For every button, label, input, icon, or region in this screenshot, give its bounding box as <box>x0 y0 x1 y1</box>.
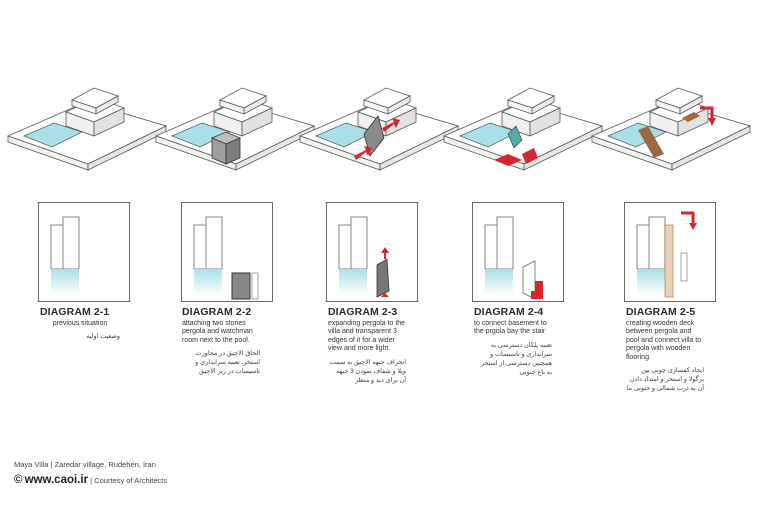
pergola-block <box>680 252 688 282</box>
expand-arrow <box>382 118 400 132</box>
route-arrow-head <box>689 223 697 230</box>
wooden-deck <box>664 224 674 298</box>
villa-front <box>385 107 417 137</box>
diagram-description-fa: وضعیت اولیه <box>86 333 120 341</box>
diagram-description-fa: ایجاد کفسازی چوبی بین پرگولا و استخر و ا… <box>626 367 704 393</box>
diagram-title: DIAGRAM 2-4 <box>474 306 544 318</box>
stair-area <box>494 154 522 166</box>
villa-roof-edge <box>387 95 411 115</box>
iso-diagram-2 <box>154 87 316 171</box>
pool <box>637 269 665 295</box>
wooden-floor <box>682 112 700 122</box>
villa-block <box>350 216 368 270</box>
villa-roof-edge <box>95 95 119 115</box>
villa-front <box>677 107 709 137</box>
diagram-description: previous situation <box>52 320 108 327</box>
iso-diagram-1 <box>6 87 168 171</box>
villa-front <box>93 107 125 137</box>
iso-diagram-3 <box>298 87 460 171</box>
plan-diagram-5 <box>624 202 716 302</box>
diagram-description: expanding pergola to the villa and trans… <box>328 320 406 353</box>
villa-block <box>62 216 80 270</box>
plan-drawing <box>193 216 259 300</box>
route-arrow-head <box>708 118 716 126</box>
plan-drawing <box>484 216 543 300</box>
website-link[interactable]: www.caoi.ir <box>24 474 89 486</box>
stair <box>531 291 537 299</box>
villa-roof-edge <box>243 95 267 115</box>
plan-diagram-3 <box>326 202 418 302</box>
courtesy-text: | Courtesy of Architects <box>90 476 168 485</box>
expand-arrow <box>381 293 389 297</box>
expand-arrow-stem <box>384 253 386 259</box>
plan-diagram-4 <box>472 202 564 302</box>
project-credit: Maya Villa | Zaredar village, Rudehen, I… <box>14 460 156 469</box>
pool <box>194 269 222 295</box>
pool <box>51 269 79 295</box>
iso-diagram-5 <box>590 87 752 171</box>
project-info: Maya Villa | Zaredar village, Rudehen, I… <box>14 460 156 469</box>
villa-roof-edge <box>531 95 555 115</box>
route-arrow <box>700 106 714 120</box>
caption-4: DIAGRAM 2-4 to connect basement to the pr… <box>474 306 602 377</box>
wooden-deck <box>638 126 664 158</box>
pergola-front <box>225 137 241 165</box>
expand-arrow <box>381 247 389 253</box>
villa-block <box>496 216 514 270</box>
slab-edge <box>671 125 751 171</box>
diagram-title: DIAGRAM 2-1 <box>40 306 110 318</box>
diagram-title: DIAGRAM 2-3 <box>328 306 398 318</box>
caption-1: DIAGRAM 2-1 previous situation وضعیت اولیه <box>40 306 168 341</box>
villa-front <box>241 107 273 137</box>
villa-block <box>205 216 223 270</box>
copyright-symbol: © <box>14 474 23 486</box>
diagram-title: DIAGRAM 2-2 <box>182 306 252 318</box>
pergola-block <box>376 258 390 298</box>
pool <box>339 269 367 295</box>
plan-drawing <box>636 211 697 298</box>
stair-area <box>522 148 538 164</box>
pool <box>485 269 513 295</box>
diagram-description-fa: تعبیه پلکان دسترسی به سرایداری و تاسیسات… <box>480 341 552 376</box>
caption-3: DIAGRAM 2-3 expanding pergola to the vill… <box>328 306 456 385</box>
diagram-title: DIAGRAM 2-5 <box>626 306 696 318</box>
caption-2: DIAGRAM 2-2 attaching two stories pergola… <box>182 306 310 376</box>
caption-5: DIAGRAM 2-5 creating wooden deck between … <box>626 306 754 393</box>
source-credit: © www.caoi.ir | Courtesy of Architects <box>14 474 167 486</box>
villa-block <box>648 216 666 270</box>
diagram-description: to connect basement to the prgola bay th… <box>474 320 547 336</box>
pergola-block <box>231 272 251 300</box>
plan-drawing <box>338 216 390 298</box>
plan-diagram-2 <box>181 202 273 302</box>
diagram-description: creating wooden deck between pergola and… <box>626 320 702 361</box>
villa-roof-edge <box>679 95 703 115</box>
plan-diagram-1 <box>38 202 130 302</box>
diagram-description-fa: الحاق الاچیق در مجاورت استخر. تعبیه سرای… <box>195 350 260 376</box>
iso-diagram-4 <box>442 87 604 171</box>
watchman-room <box>251 272 259 300</box>
stair <box>535 281 543 299</box>
diagram-description-fa: انحراف جبهه الاچیق به سمت ویلا و شفاف نم… <box>329 358 406 384</box>
diagram-description: attaching two stories pergola and watchm… <box>182 320 253 344</box>
pergola-glass <box>507 125 523 149</box>
expand-arrow <box>354 146 372 160</box>
villa-front <box>529 107 561 137</box>
plan-drawing <box>50 216 80 295</box>
route-arrow <box>681 211 695 225</box>
